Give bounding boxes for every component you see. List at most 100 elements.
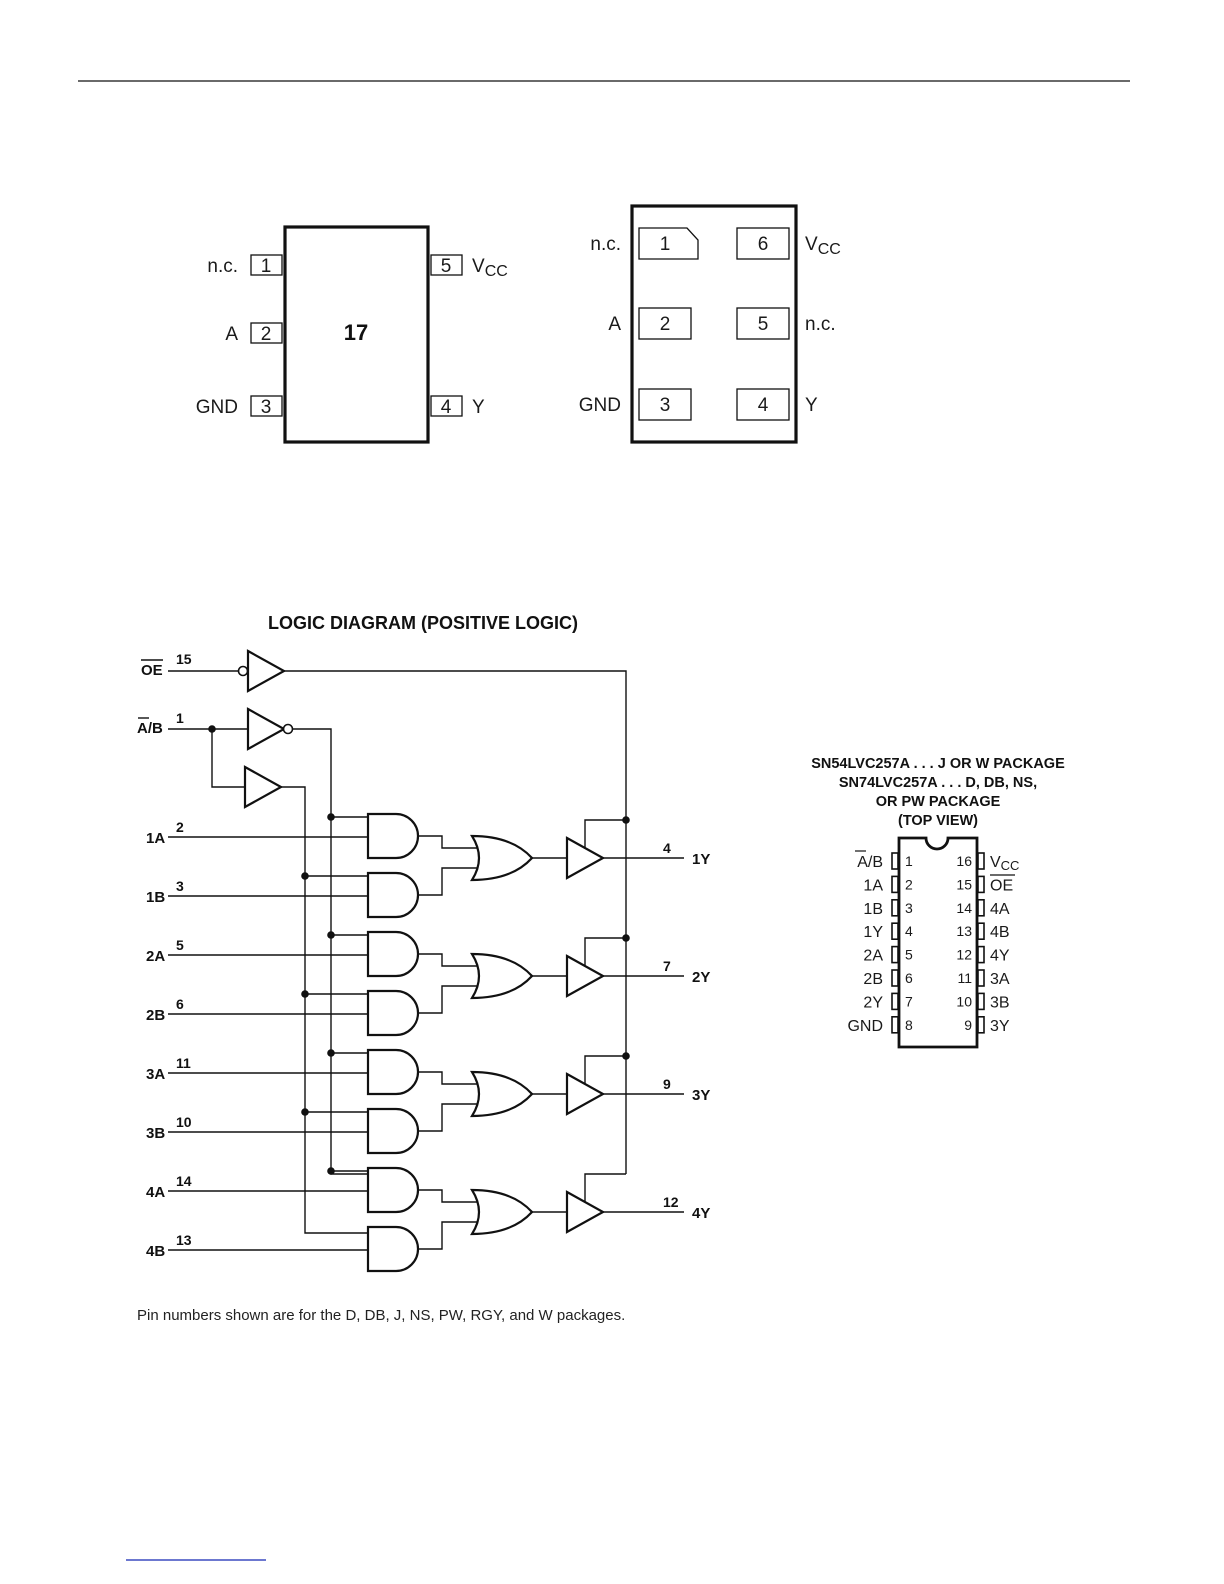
logic-diagram-title: LOGIC DIAGRAM (POSITIVE LOGIC) xyxy=(268,613,578,633)
and-to-or-wire xyxy=(418,1071,478,1085)
and-gate xyxy=(366,871,420,919)
select-inverter-bubble xyxy=(282,723,294,735)
input-label-2a: 2A xyxy=(146,948,165,965)
or-gate xyxy=(469,952,534,1000)
pad-1-number: 1 xyxy=(660,234,671,255)
input-pin-14: 14 xyxy=(176,1173,192,1189)
pad-4-label: Y xyxy=(805,395,818,416)
dip-left-pin xyxy=(891,875,899,894)
dip-left-pin xyxy=(891,945,899,964)
pad-6-label: VCC xyxy=(805,234,841,258)
output-pin-12: 12 xyxy=(663,1194,679,1210)
pad-6-label-main: V xyxy=(805,234,818,255)
output-pin-7: 7 xyxy=(663,958,671,974)
and-gate xyxy=(366,1048,420,1096)
and-to-or-wire xyxy=(418,1221,478,1250)
select-buffer xyxy=(243,765,284,809)
and-gate xyxy=(366,930,420,978)
dip-right-pin-name: VCC xyxy=(990,854,1019,873)
and-gate xyxy=(366,1166,420,1214)
and-gate xyxy=(366,812,420,860)
oe-inversion-bubble xyxy=(237,665,249,677)
dip-left-pin-name: 1B xyxy=(863,901,883,918)
dip-left-pin-number: 4 xyxy=(905,923,913,939)
pad-3-box xyxy=(638,388,692,421)
pad-6-box xyxy=(736,227,790,260)
dip-left-pin-name: GND xyxy=(847,1018,883,1035)
input-pin-5: 5 xyxy=(176,937,184,953)
dip-right-pin-name: OE xyxy=(990,877,1013,894)
dip-left-pin-name: 2A xyxy=(863,948,883,965)
pad-6-number: 6 xyxy=(758,234,769,255)
select-junction xyxy=(301,1108,309,1116)
input-pin-3: 3 xyxy=(176,878,184,894)
input-label-3a: 3A xyxy=(146,1066,165,1083)
dip-right-pin-number: 12 xyxy=(956,947,972,963)
dip-right-pin xyxy=(977,992,985,1011)
dip-left-pin-name: 1A xyxy=(863,877,883,894)
output-label-1y: 1Y xyxy=(692,851,710,868)
dip-right-pin-number: 10 xyxy=(956,993,972,1009)
select-branch xyxy=(211,729,245,788)
dip-right-pin-number: 16 xyxy=(956,853,972,869)
select-junction xyxy=(301,872,309,880)
dip-right-pin xyxy=(977,969,985,987)
dip-right-pin-number: 9 xyxy=(964,1017,972,1033)
dip-right-pin xyxy=(977,898,985,917)
dip-right-pin xyxy=(977,852,985,870)
dip-left-pin xyxy=(891,852,899,870)
output-label-2y: 2Y xyxy=(692,969,710,986)
and-to-or-wire xyxy=(418,1103,478,1132)
pin-5-number: 5 xyxy=(441,256,452,277)
dip-left-pin-number: 6 xyxy=(905,970,913,986)
dip-left-pin-name: A/B xyxy=(857,854,883,871)
package-2-diagram: 1 n.c. 2 A 3 GND 4 Y 5 n.c. 6 VCC xyxy=(579,204,841,444)
and-gate xyxy=(366,1225,420,1273)
enable-tap xyxy=(584,1055,626,1084)
and-to-or-wire xyxy=(418,985,478,1014)
enable-junction xyxy=(622,816,630,824)
dip-left-pin-number: 1 xyxy=(905,853,913,869)
and-to-or-wire xyxy=(418,867,478,896)
input-pin-2: 2 xyxy=(176,819,184,835)
pad-3-number: 3 xyxy=(660,395,671,416)
input-label-1a: 1A xyxy=(146,830,165,847)
pin-5-label-sub: CC xyxy=(485,263,508,280)
enable-tap xyxy=(584,819,626,848)
pin-3-box xyxy=(250,395,283,417)
dip-left-pin-number: 3 xyxy=(905,900,913,916)
input-label-4b: 4B xyxy=(146,1243,165,1260)
oe-label: OE xyxy=(141,662,163,679)
dip-right-pin xyxy=(977,922,985,941)
oe-pin-number: 15 xyxy=(176,651,192,667)
select-inverted-bus xyxy=(293,728,368,1175)
select-true-bus xyxy=(281,786,368,1234)
dip-right-pin xyxy=(977,945,985,964)
and-to-or-wire xyxy=(418,953,478,967)
select-pin-number: 1 xyxy=(176,710,184,726)
package-1-body xyxy=(283,225,430,444)
dip-left-pin-name: 2B xyxy=(863,971,883,988)
package-1-marking: 17 xyxy=(344,320,368,345)
pin-5-label: VCC xyxy=(472,256,508,280)
mux-channels: 1A21B32A52B63A113B104A144B1341Y72Y93Y124… xyxy=(146,812,710,1273)
input-label-4a: 4A xyxy=(146,1184,165,1201)
output-label-3y: 3Y xyxy=(692,1087,710,1104)
pad-6-label-sub: CC xyxy=(818,241,841,258)
dip-right-pin-name: 4A xyxy=(990,901,1010,918)
enable-junction xyxy=(622,934,630,942)
dip-left-pin xyxy=(891,922,899,941)
dip-right-pin-number: 14 xyxy=(956,900,972,916)
dip-left-pin xyxy=(891,992,899,1011)
and-gate xyxy=(366,1107,420,1155)
pad-4-box xyxy=(736,388,790,421)
input-pin-13: 13 xyxy=(176,1232,192,1248)
dip-right-pin-name: 3Y xyxy=(990,1018,1010,1035)
enable-junction xyxy=(622,1052,630,1060)
dip-right-pin-number: 11 xyxy=(957,970,972,986)
and-gate xyxy=(366,989,420,1037)
pad-5-number: 5 xyxy=(758,314,769,335)
dip-right-pin-number: 15 xyxy=(956,876,972,892)
input-pin-10: 10 xyxy=(176,1114,192,1130)
dip-right-pin xyxy=(977,875,985,894)
